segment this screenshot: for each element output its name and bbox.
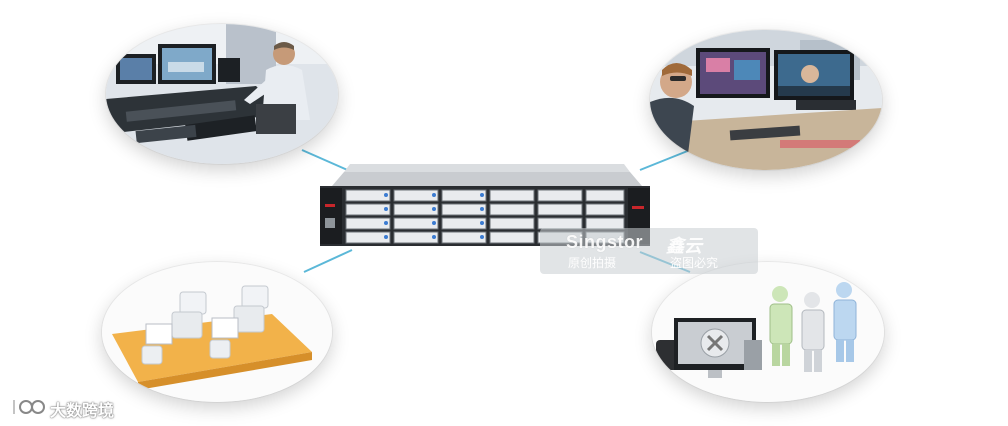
- clients-devices-illustration: [652, 262, 884, 402]
- office-worker-3: [141, 339, 231, 365]
- drive-bays: [345, 189, 625, 244]
- client-person-green: [769, 286, 793, 366]
- office-worker-1: [145, 291, 207, 345]
- client-person-blue: [833, 282, 857, 362]
- scene-editing-workstation: [106, 24, 338, 164]
- editing-workstation-illustration: [106, 24, 338, 164]
- office-desks-illustration: [102, 262, 332, 402]
- site-logo: 大数跨境: [10, 396, 140, 420]
- scene-clients-devices: [652, 262, 884, 402]
- office-worker-2: [211, 285, 269, 339]
- scene-post-production: [650, 30, 882, 170]
- watermark-caption-right: 盗图必究: [670, 256, 719, 270]
- watermark-brand-cn: 鑫云: [666, 236, 702, 257]
- singstor-watermark: Singstor 鑫云 原创拍摄 盗图必究: [540, 228, 758, 274]
- logo-text: 大数跨境: [50, 401, 115, 420]
- logo-mark-icon: [12, 400, 45, 414]
- watermark-caption-left: 原创拍摄: [568, 256, 617, 270]
- scene-office-desks: [102, 262, 332, 402]
- post-production-illustration: [650, 30, 882, 170]
- watermark-brand: Singstor: [566, 232, 644, 252]
- client-person-grey: [801, 292, 825, 372]
